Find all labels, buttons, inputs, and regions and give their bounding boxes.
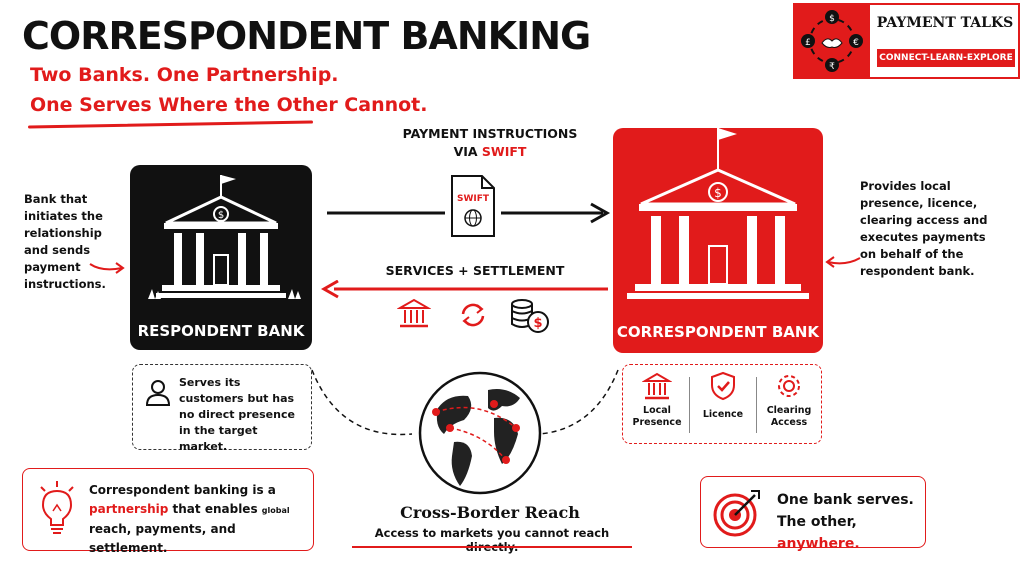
- partnership-text: Correspondent banking is a partnership t…: [89, 481, 309, 558]
- feature-label: Local Presence: [632, 405, 682, 428]
- shield-check-icon: [711, 371, 735, 401]
- instruction-arrow: [327, 202, 611, 224]
- arrow-right-icon: [89, 262, 125, 274]
- respondent-note-text: Serves its customers but has no direct p…: [179, 376, 295, 453]
- partnership-text-small: global: [261, 506, 290, 515]
- subtitle-line-2: One Serves Where the Other Cannot.: [30, 94, 428, 116]
- respondent-note-box: Serves its customers but has no direct p…: [132, 364, 312, 453]
- subtitle-line-1: Two Banks. One Partnership.: [30, 64, 339, 86]
- svg-text:£: £: [805, 38, 811, 48]
- svg-text:₹: ₹: [829, 62, 835, 72]
- serve-line-1: One bank serves.: [777, 492, 914, 508]
- logo-tagline: CONNECT-LEARN-EXPLORE: [877, 49, 1015, 67]
- svg-text:$: $: [533, 316, 542, 331]
- refresh-icon: [461, 303, 485, 327]
- feature-divider: [756, 377, 757, 433]
- reach-subtitle: Access to markets you cannot reach direc…: [374, 526, 610, 554]
- partnership-box: Correspondent banking is a partnership t…: [22, 468, 314, 555]
- bank-building-icon: $: [627, 128, 809, 299]
- bank-building-icon: $: [148, 175, 301, 299]
- coins-dollar-icon: $: [511, 299, 549, 333]
- payment-talks-logo: $ € ₹ £ PAYMENT TALKS CONNECT-LEARN-EXPL…: [793, 3, 1020, 79]
- svg-text:$: $: [829, 14, 835, 24]
- partnership-text-a: Correspondent banking is a: [89, 483, 276, 497]
- reach-title: Cross-Border Reach: [400, 503, 580, 522]
- currency-cycle-icon: $ € ₹ £: [801, 10, 863, 72]
- svg-text:$: $: [218, 210, 224, 221]
- instructions-line-1: PAYMENT INSTRUCTIONS: [402, 126, 578, 141]
- page-title: CORRESPONDENT BANKING: [22, 14, 591, 58]
- logo-name: PAYMENT TALKS: [876, 15, 1014, 31]
- serve-line-2: The other, anywhere.: [777, 511, 923, 555]
- lightbulb-icon: [40, 481, 74, 534]
- instructions-swift: SWIFT: [481, 144, 527, 159]
- feature-local-presence: Local Presence: [625, 371, 689, 429]
- subtitle-underline: [27, 120, 314, 129]
- feature-licence: Licence: [691, 371, 755, 421]
- feature-label: Clearing Access: [766, 405, 812, 428]
- correspondent-description: Provides local presence, licence, cleari…: [860, 179, 988, 278]
- respondent-bank-label: RESPONDENT BANK: [137, 322, 305, 340]
- bank-icon: [641, 372, 673, 400]
- logo-emblem: $ € ₹ £: [795, 5, 870, 77]
- respondent-description: Bank that initiates the relationship and…: [24, 192, 106, 291]
- serve-line-2a: The other,: [777, 514, 857, 530]
- serve-box: One bank serves. The other, anywhere.: [700, 476, 926, 552]
- settlement-arrow: [320, 280, 608, 299]
- serve-highlight: anywhere.: [777, 536, 860, 552]
- instructions-via: VIA: [453, 144, 478, 159]
- partnership-text-c: reach, payments, and settlement.: [89, 522, 236, 555]
- user-icon: [145, 380, 171, 406]
- feature-label: Licence: [702, 409, 744, 420]
- partnership-highlight: partnership: [89, 502, 169, 516]
- reach-underline: [352, 546, 632, 548]
- svg-text:€: €: [853, 38, 859, 48]
- correspondent-features-box: Local Presence Licence Clearing Access: [622, 364, 822, 444]
- instructions-label: PAYMENT INSTRUCTIONS VIA SWIFT: [380, 126, 600, 159]
- gear-icon: [778, 375, 800, 397]
- feature-clearing-access: Clearing Access: [757, 371, 821, 429]
- feature-divider: [689, 377, 690, 433]
- correspondent-bank-label: CORRESPONDENT BANK: [616, 323, 820, 341]
- arrow-left-icon: [825, 256, 861, 268]
- serve-text: One bank serves. The other, anywhere.: [777, 489, 923, 555]
- svg-text:$: $: [714, 186, 722, 200]
- respondent-bank-card: $ RESPONDENT BANK: [130, 165, 312, 350]
- partnership-text-b: that enables: [172, 502, 258, 516]
- swift-doc-label: SWIFT: [456, 194, 490, 204]
- reach-connector-arcs: [311, 369, 619, 436]
- bank-icon: [397, 298, 431, 328]
- target-icon: [713, 490, 760, 537]
- globe-icon: [418, 371, 542, 495]
- swift-document-icon: SWIFT: [448, 174, 498, 238]
- correspondent-bank-card: $ CORRESPONDENT BANK: [613, 128, 823, 353]
- instructions-line-2: VIA SWIFT: [380, 144, 600, 159]
- services-label: SERVICES + SETTLEMENT: [385, 263, 565, 278]
